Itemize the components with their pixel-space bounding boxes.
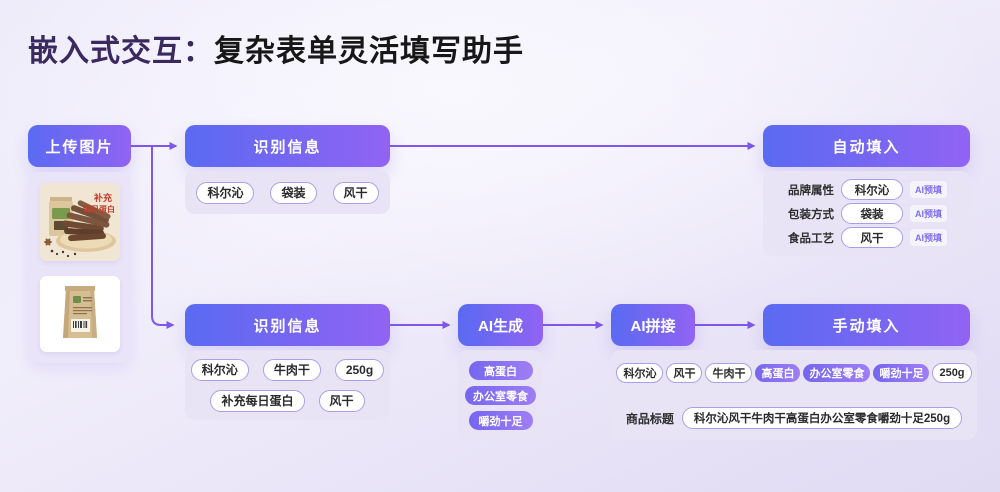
field-value-pill: 风干: [840, 227, 903, 248]
ai-prefill-badge: AI预填: [909, 229, 947, 246]
recognize-top-tags-panel: 科尔沁 袋装 风干: [185, 171, 390, 214]
field-row-packaging: 包装方式 袋装 AI预填: [763, 203, 970, 224]
tag-pill: 袋装: [270, 181, 317, 204]
photo-caption-line1: 补充: [93, 192, 112, 203]
tag-pill: 风干: [332, 181, 379, 204]
ai-tag-pill: 高蛋白: [755, 364, 801, 382]
result-panel: 科尔沁 风干 牛肉干 高蛋白 办公室零食 嚼劲十足 250g 商品标题 科尔沁风…: [611, 350, 977, 440]
title-prefix: 嵌入式交互：: [28, 35, 214, 68]
product-photo-front: 补充 每日蛋白: [40, 183, 120, 261]
upload-image-button[interactable]: 上传图片: [28, 125, 131, 167]
tag-pill: 科尔沁: [196, 181, 255, 204]
tag-row: 科尔沁 牛肉干 250g: [185, 358, 390, 381]
product-title-label: 商品标题: [625, 411, 674, 426]
tag-pill: 风干: [666, 363, 703, 383]
tag-row: 科尔沁 袋装 风干: [185, 171, 390, 214]
field-label: 食品工艺: [787, 232, 834, 245]
title-main: 复杂表单灵活填写助手: [214, 35, 524, 68]
ai-prefill-badge: AI预填: [909, 205, 947, 222]
ai-tag-pill: 办公室零食: [803, 364, 871, 382]
page-title: 嵌入式交互：复杂表单灵活填写助手: [28, 26, 524, 70]
tag-pill: 科尔沁: [616, 363, 664, 383]
node-ai-generate[interactable]: AI生成: [458, 304, 543, 346]
ai-generate-tags-panel: 高蛋白 办公室零食 嚼劲十足: [458, 350, 543, 441]
node-manual-fill[interactable]: 手动填入: [763, 304, 970, 346]
beef-jerky-photo: 补充 每日蛋白: [40, 183, 120, 261]
field-label: 包装方式: [787, 208, 834, 221]
field-label: 品牌属性: [787, 184, 834, 197]
tag-pill: 牛肉干: [705, 363, 753, 383]
product-title-pill: 科尔沁风干牛肉干高蛋白办公室零食嚼劲十足250g: [681, 407, 963, 429]
recognize-bottom-tags-panel: 科尔沁 牛肉干 250g 补充每日蛋白 风干: [185, 350, 390, 420]
field-value-pill: 科尔沁: [840, 179, 903, 200]
product-title-row: 商品标题 科尔沁风干牛肉干高蛋白办公室零食嚼劲十足250g: [611, 407, 977, 429]
field-row-process: 食品工艺 风干 AI预填: [763, 227, 970, 248]
tag-pill: 科尔沁: [190, 358, 249, 381]
node-autofill[interactable]: 自动填入: [763, 125, 970, 167]
tag-pill: 补充每日蛋白: [210, 389, 305, 412]
kraft-pouch-photo: [40, 276, 120, 352]
tag-pill: 250g: [932, 363, 972, 383]
ai-tag-pill: 嚼劲十足: [873, 364, 930, 382]
autofill-fields-panel: 品牌属性 科尔沁 AI预填 包装方式 袋装 AI预填 食品工艺 风干 AI预填: [763, 171, 970, 256]
combined-tag-row: 科尔沁 风干 牛肉干 高蛋白 办公室零食 嚼劲十足 250g: [611, 363, 977, 383]
ai-tag-pill: 嚼劲十足: [468, 411, 533, 430]
ai-tag-pill: 高蛋白: [468, 361, 533, 380]
ai-prefill-badge: AI预填: [909, 181, 947, 198]
product-photo-back: [40, 276, 120, 352]
arrow-upload-to-recognize-bottom: [151, 146, 175, 329]
tag-pill: 250g: [334, 358, 385, 381]
tag-pill: 牛肉干: [262, 358, 321, 381]
field-value-pill: 袋装: [840, 203, 903, 224]
ai-tag-pill: 办公室零食: [465, 386, 536, 405]
node-recognize-bottom[interactable]: 识别信息: [185, 304, 390, 346]
product-images-card: 补充 每日蛋白: [28, 172, 131, 363]
node-ai-join[interactable]: AI拼接: [611, 304, 695, 346]
tag-pill: 风干: [318, 389, 365, 412]
tag-row: 补充每日蛋白 风干: [185, 389, 390, 412]
photo-caption-line2: 每日蛋白: [83, 204, 115, 214]
field-row-brand: 品牌属性 科尔沁 AI预填: [763, 179, 970, 200]
node-recognize-top[interactable]: 识别信息: [185, 125, 390, 167]
